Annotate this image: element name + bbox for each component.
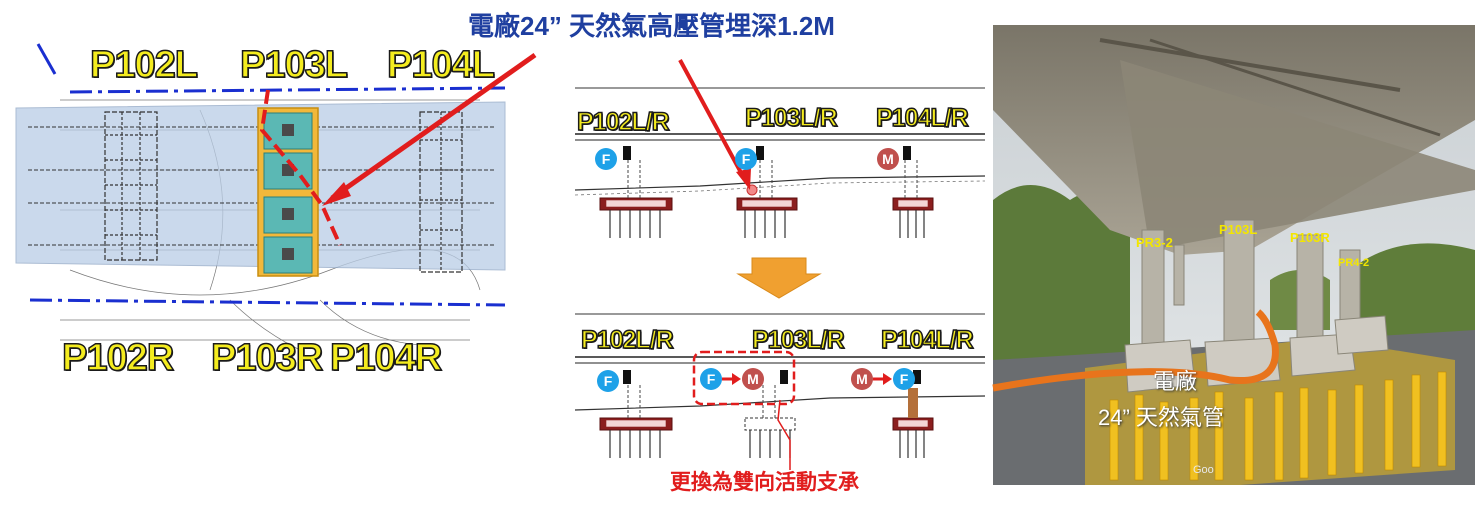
pipe-label-line2: 24” 天然氣管 xyxy=(1098,405,1224,430)
lower-label-p103lr: P103L/R xyxy=(751,326,845,354)
photo-pier-label: P103R xyxy=(1290,230,1330,245)
pipe-label-line1: 電廠 xyxy=(1153,369,1198,394)
upper-label-p103lr: P103L/R xyxy=(744,104,838,132)
bearing-fixed-icon: F xyxy=(735,148,757,170)
bearing-fixed-icon: F xyxy=(700,368,722,390)
bearing-fixed-icon: F xyxy=(597,370,619,392)
photo-pier-label: P103L xyxy=(1219,222,1258,237)
photo-pier-label: PR3-2 xyxy=(1136,235,1173,250)
lower-label-p104lr: P104L/R xyxy=(880,326,974,354)
upper-label-p104lr: P104L/R xyxy=(875,104,969,132)
plan-label-p103r: P103R xyxy=(210,337,324,379)
page-title: 電廠24” 天然氣高壓管埋深1.2M xyxy=(468,11,835,41)
photo-pier-label: PR4-2 xyxy=(1338,257,1370,269)
plan-label-p102r: P102R xyxy=(61,337,175,379)
plan-label-p103l: P103L xyxy=(239,44,348,86)
section-diagrams xyxy=(572,59,986,480)
plan-label-p104l: P104L xyxy=(386,44,495,86)
bearing-movable-icon: M xyxy=(851,368,873,390)
upper-label-p102lr: P102L/R xyxy=(576,108,670,136)
bearing-movable-icon: M xyxy=(877,148,899,170)
site-photo xyxy=(992,25,1475,485)
plan-label-p104r: P104R xyxy=(329,337,443,379)
bearing-fixed-icon: F xyxy=(893,368,915,390)
plan-label-p102l: P102L xyxy=(89,44,198,86)
bearing-movable-icon: M xyxy=(742,368,764,390)
lower-label-p102lr: P102L/R xyxy=(580,326,674,354)
photo-watermark: Goo xyxy=(1193,464,1214,476)
bearing-fixed-icon: F xyxy=(595,148,617,170)
caption-bearing-change: 更換為雙向活動支承 xyxy=(670,471,859,494)
plan-view xyxy=(15,43,537,351)
